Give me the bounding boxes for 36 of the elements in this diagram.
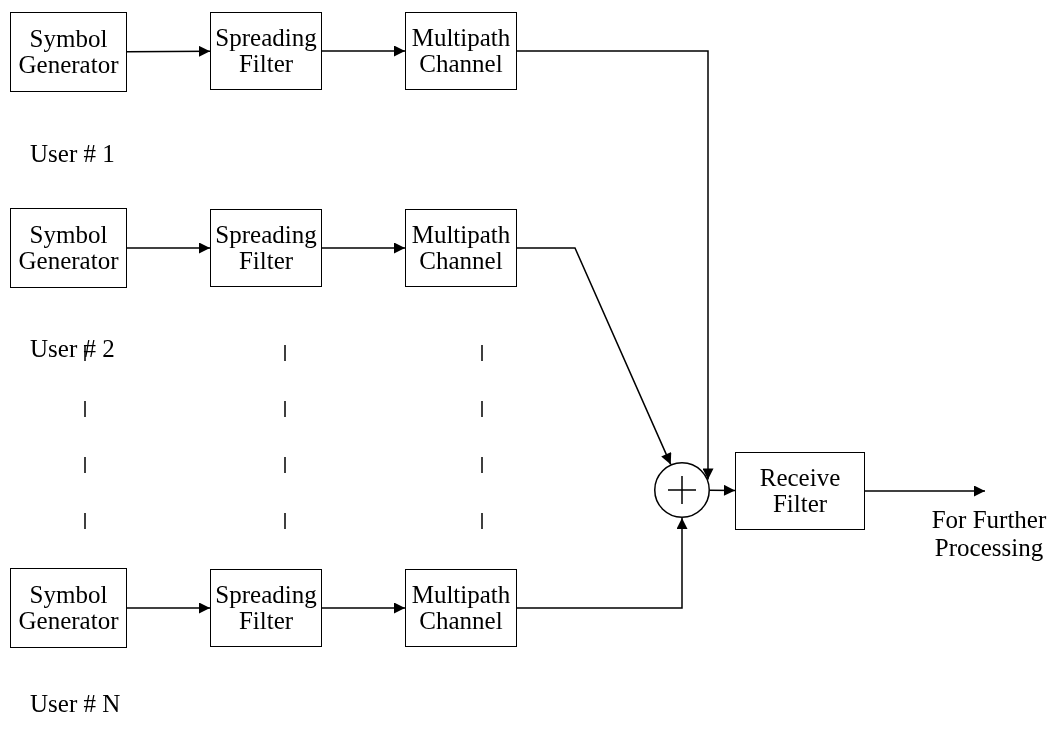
arrow bbox=[516, 247, 672, 466]
box-label: Receive Filter bbox=[758, 464, 842, 518]
arrow bbox=[126, 45, 211, 57]
arrow bbox=[321, 242, 406, 254]
arrow bbox=[516, 517, 688, 609]
arrow bbox=[709, 484, 736, 496]
summing-junction bbox=[654, 462, 710, 518]
arrow bbox=[126, 242, 211, 254]
text-label: User # 2 bbox=[30, 335, 116, 363]
arrow bbox=[321, 45, 406, 57]
box-label: Symbol Generator bbox=[17, 221, 120, 275]
box-label: Spreading Filter bbox=[214, 221, 318, 275]
process-box bbox=[10, 208, 127, 288]
box-label: Spreading Filter bbox=[214, 24, 318, 78]
box-label: Multipath Channel bbox=[410, 581, 512, 635]
process-box bbox=[10, 12, 127, 92]
process-box bbox=[210, 12, 322, 90]
process-box bbox=[10, 568, 127, 648]
process-box bbox=[210, 569, 322, 647]
box-label: Multipath Channel bbox=[410, 24, 512, 78]
box-label: Spreading Filter bbox=[214, 581, 318, 635]
arrow bbox=[864, 485, 986, 497]
process-box bbox=[405, 569, 517, 647]
process-box bbox=[405, 12, 517, 90]
process-box bbox=[405, 209, 517, 287]
text-label: For Further Processing bbox=[930, 506, 1048, 561]
box-label: Multipath Channel bbox=[410, 221, 512, 275]
arrow bbox=[516, 50, 714, 481]
text-label: User # 1 bbox=[30, 140, 116, 168]
box-label: Symbol Generator bbox=[17, 25, 120, 79]
box-label: Symbol Generator bbox=[17, 581, 120, 635]
arrow bbox=[321, 602, 406, 614]
process-box bbox=[210, 209, 322, 287]
process-box bbox=[735, 452, 865, 530]
text-label: User # N bbox=[30, 690, 122, 718]
arrow bbox=[126, 602, 211, 614]
